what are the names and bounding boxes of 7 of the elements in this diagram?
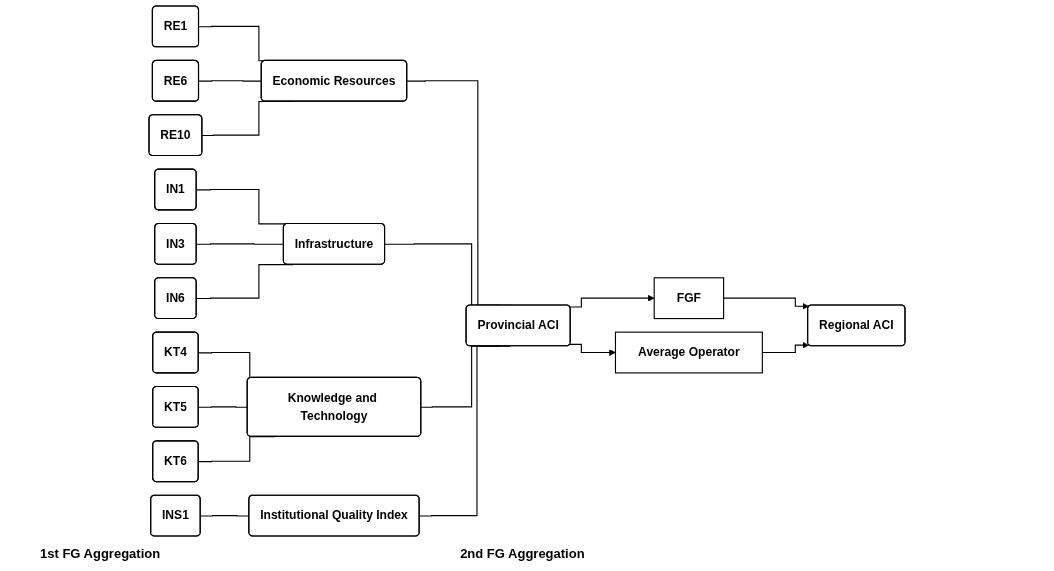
stage-label: 2nd FG Aggregation bbox=[460, 546, 585, 561]
arrow bbox=[569, 343, 616, 356]
arrow bbox=[723, 297, 809, 310]
node-box: FGF bbox=[653, 277, 725, 320]
node-box: Average Operator bbox=[614, 331, 763, 374]
arrow bbox=[569, 294, 655, 308]
stage-label: 1st FG Aggregation bbox=[40, 546, 161, 561]
